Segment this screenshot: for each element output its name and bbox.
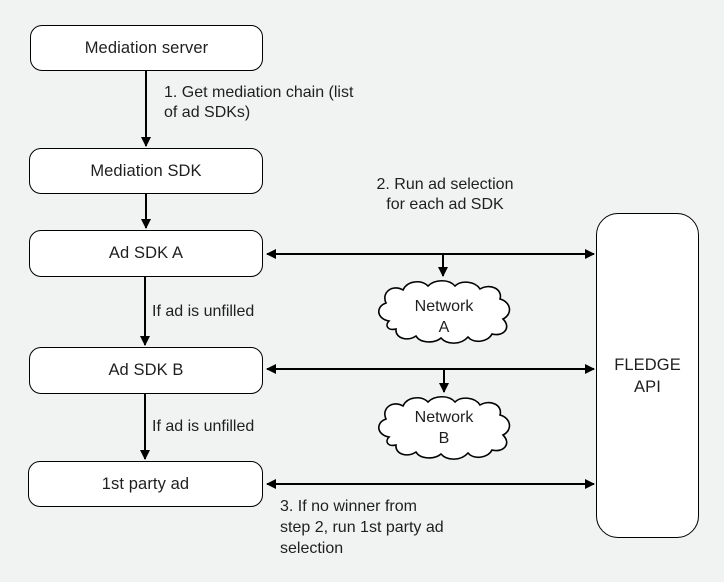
annotation-step2-line1: 2. Run ad selection <box>376 176 514 193</box>
node-fledge-api: FLEDGE API <box>596 213 699 538</box>
network-b-label-line1: Network <box>414 409 474 426</box>
node-fledge-api-label-line2: API <box>634 377 661 396</box>
node-ad-sdk-a: Ad SDK A <box>29 230 263 277</box>
node-ad-sdk-a-label: Ad SDK A <box>108 244 184 262</box>
annotation-step2-line2: for each ad SDK <box>386 196 504 213</box>
node-ad-sdk-b: Ad SDK B <box>29 347 263 394</box>
annotation-step3-line1: 3. If no winner from <box>280 498 417 515</box>
node-first-party-ad-label: 1st party ad <box>101 474 190 493</box>
annotation-step1-line2: of ad SDKs) <box>164 104 251 121</box>
annotation-step3-line3: selection <box>280 540 344 557</box>
annotation-step3: 3. If no winner from step 2, run 1st par… <box>280 496 444 559</box>
annotation-step1-line1: 1. Get mediation chain (list <box>164 84 354 101</box>
node-mediation-sdk-label: Mediation SDK <box>90 161 202 180</box>
network-b-label-line2: B <box>438 430 450 447</box>
node-fledge-api-label-line1: FLEDGE <box>614 355 681 374</box>
annotation-step1: 1. Get mediation chain (list of ad SDKs) <box>164 83 353 123</box>
annotation-step2: 2. Run ad selection for each ad SDK <box>365 175 525 215</box>
network-b-label: Network B <box>373 407 515 449</box>
node-mediation-sdk: Mediation SDK <box>29 148 263 194</box>
annotation-step3-line2: step 2, run 1st party ad <box>280 519 444 536</box>
network-a-label-line2: A <box>438 319 450 336</box>
network-a-label-line1: Network <box>414 298 474 315</box>
node-mediation-server: Mediation server <box>30 25 263 71</box>
annotation-if-ad-unfilled-a: If ad is unfilled <box>152 303 255 320</box>
network-a-label: Network A <box>373 296 515 338</box>
node-first-party-ad: 1st party ad <box>28 461 263 507</box>
node-ad-sdk-b-label: Ad SDK B <box>108 361 184 379</box>
annotation-if-ad-unfilled-b: If ad is unfilled <box>152 418 255 435</box>
node-mediation-server-label: Mediation server <box>84 38 209 57</box>
